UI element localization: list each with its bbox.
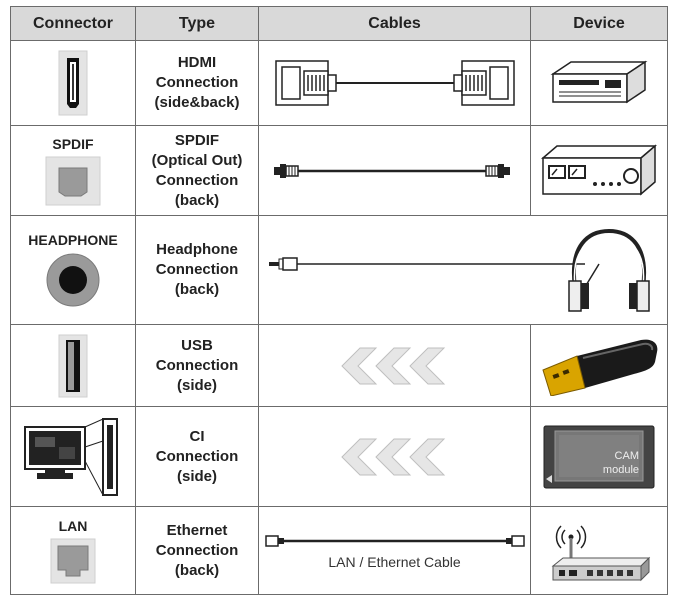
optical-cable-icon: [273, 163, 510, 178]
table-row-headphone: HEADPHONE Headphone Connection (back): [10, 215, 668, 325]
cam-module-icon: CAM module: [543, 425, 655, 488]
header-device: Device: [530, 6, 668, 41]
type-cell-ci: CI Connection (side): [135, 406, 259, 507]
insert-arrows-icon: [340, 438, 445, 475]
type-line: (back): [174, 191, 220, 209]
hdmi-cable-icon: [274, 60, 515, 106]
type-line: Headphone: [156, 241, 238, 258]
cam-module-label-line1: CAM: [615, 450, 639, 462]
type-line: SPDIF: [174, 131, 220, 149]
headphones-icon: [568, 228, 650, 312]
type-cell-spdif: SPDIF (Optical Out) Connection (back): [135, 125, 259, 216]
usb-port-icon: [58, 334, 88, 397]
table-row-lan: LAN Ethernet Connection (back): [10, 506, 668, 595]
dvd-player-icon: [550, 60, 648, 104]
connector-label: HEADPHONE: [28, 232, 118, 248]
type-line: USB: [181, 336, 213, 354]
connector-cell-hdmi: [10, 40, 136, 126]
table-row-spdif: SPDIF SPDIF (Optical Out) Connection (ba…: [10, 125, 668, 216]
type-line: Ethernet: [166, 521, 228, 539]
connector-cell-ci: [10, 406, 136, 507]
cable-cell-usb: [258, 324, 531, 407]
device-cell-ci: CAM module: [530, 406, 668, 507]
table-row-hdmi: HDMI Connection (side&back): [10, 40, 668, 126]
cable-cell-ci: [258, 406, 531, 507]
header-type: Type: [135, 6, 259, 41]
type-cell-headphone: Headphone Connection (back): [135, 215, 259, 325]
type-line: (Optical Out): [151, 151, 243, 169]
type-cell-hdmi: HDMI Connection (side&back): [135, 40, 259, 126]
cam-module-label-line2: module: [603, 464, 639, 476]
type-cell-usb: USB Connection (side): [135, 324, 259, 407]
headphone-jack-icon: [46, 253, 100, 307]
connector-label: SPDIF: [52, 135, 94, 152]
hdmi-port-icon: [58, 50, 88, 116]
connector-cell-spdif: SPDIF: [10, 125, 136, 216]
device-cell-lan: [530, 506, 668, 595]
connections-table-wrapper: Connector Type Cables Device HDMI Connec…: [10, 6, 668, 595]
type-line: Connection: [155, 541, 239, 559]
optical-port-icon: [45, 156, 101, 205]
type-line: CI: [189, 427, 205, 445]
type-line: (side&back): [154, 94, 240, 111]
cable-device-cell-headphone: [258, 215, 668, 325]
cable-caption-lan: LAN / Ethernet Cable: [328, 553, 461, 570]
device-cell-hdmi: [530, 40, 668, 126]
type-line: Connection: [155, 74, 239, 91]
header-cables: Cables: [258, 6, 531, 41]
usb-stick-icon: [542, 339, 658, 396]
header-row: Connector Type Cables Device: [10, 6, 668, 41]
type-line: Connection: [155, 171, 239, 189]
device-cell-spdif: [530, 125, 668, 216]
connections-table: Connector Type Cables Device HDMI Connec…: [10, 6, 668, 595]
type-line: Connection: [155, 356, 239, 374]
insert-arrows-icon: [340, 347, 445, 384]
cable-cell-hdmi: [258, 40, 531, 126]
table-row-usb: USB Connection (side): [10, 324, 668, 407]
tv-ci-slot-icon: [24, 417, 118, 496]
connector-cell-lan: LAN: [10, 506, 136, 595]
connector-cell-usb: [10, 324, 136, 407]
type-line: HDMI: [177, 54, 217, 71]
header-connector: Connector: [10, 6, 136, 41]
cable-cell-lan: LAN / Ethernet Cable: [258, 506, 531, 595]
audio-amplifier-icon: [540, 143, 658, 196]
type-line: Connection: [155, 447, 239, 465]
type-line: (side): [176, 467, 217, 485]
headphone-cable-icon: [269, 228, 650, 312]
ethernet-cable-icon: [264, 534, 525, 547]
type-line: Connection: [155, 261, 239, 278]
type-line: (side): [176, 376, 217, 394]
cable-cell-spdif: [258, 125, 531, 216]
type-line: (back): [174, 281, 220, 298]
connector-label: LAN: [58, 517, 88, 534]
type-cell-lan: Ethernet Connection (back): [135, 506, 259, 595]
table-row-ci: CI Connection (side): [10, 406, 668, 507]
router-icon: [551, 524, 651, 581]
ethernet-port-icon: [50, 538, 96, 583]
device-cell-usb: [530, 324, 668, 407]
connector-cell-headphone: HEADPHONE: [10, 215, 136, 325]
type-line: (back): [174, 561, 220, 579]
